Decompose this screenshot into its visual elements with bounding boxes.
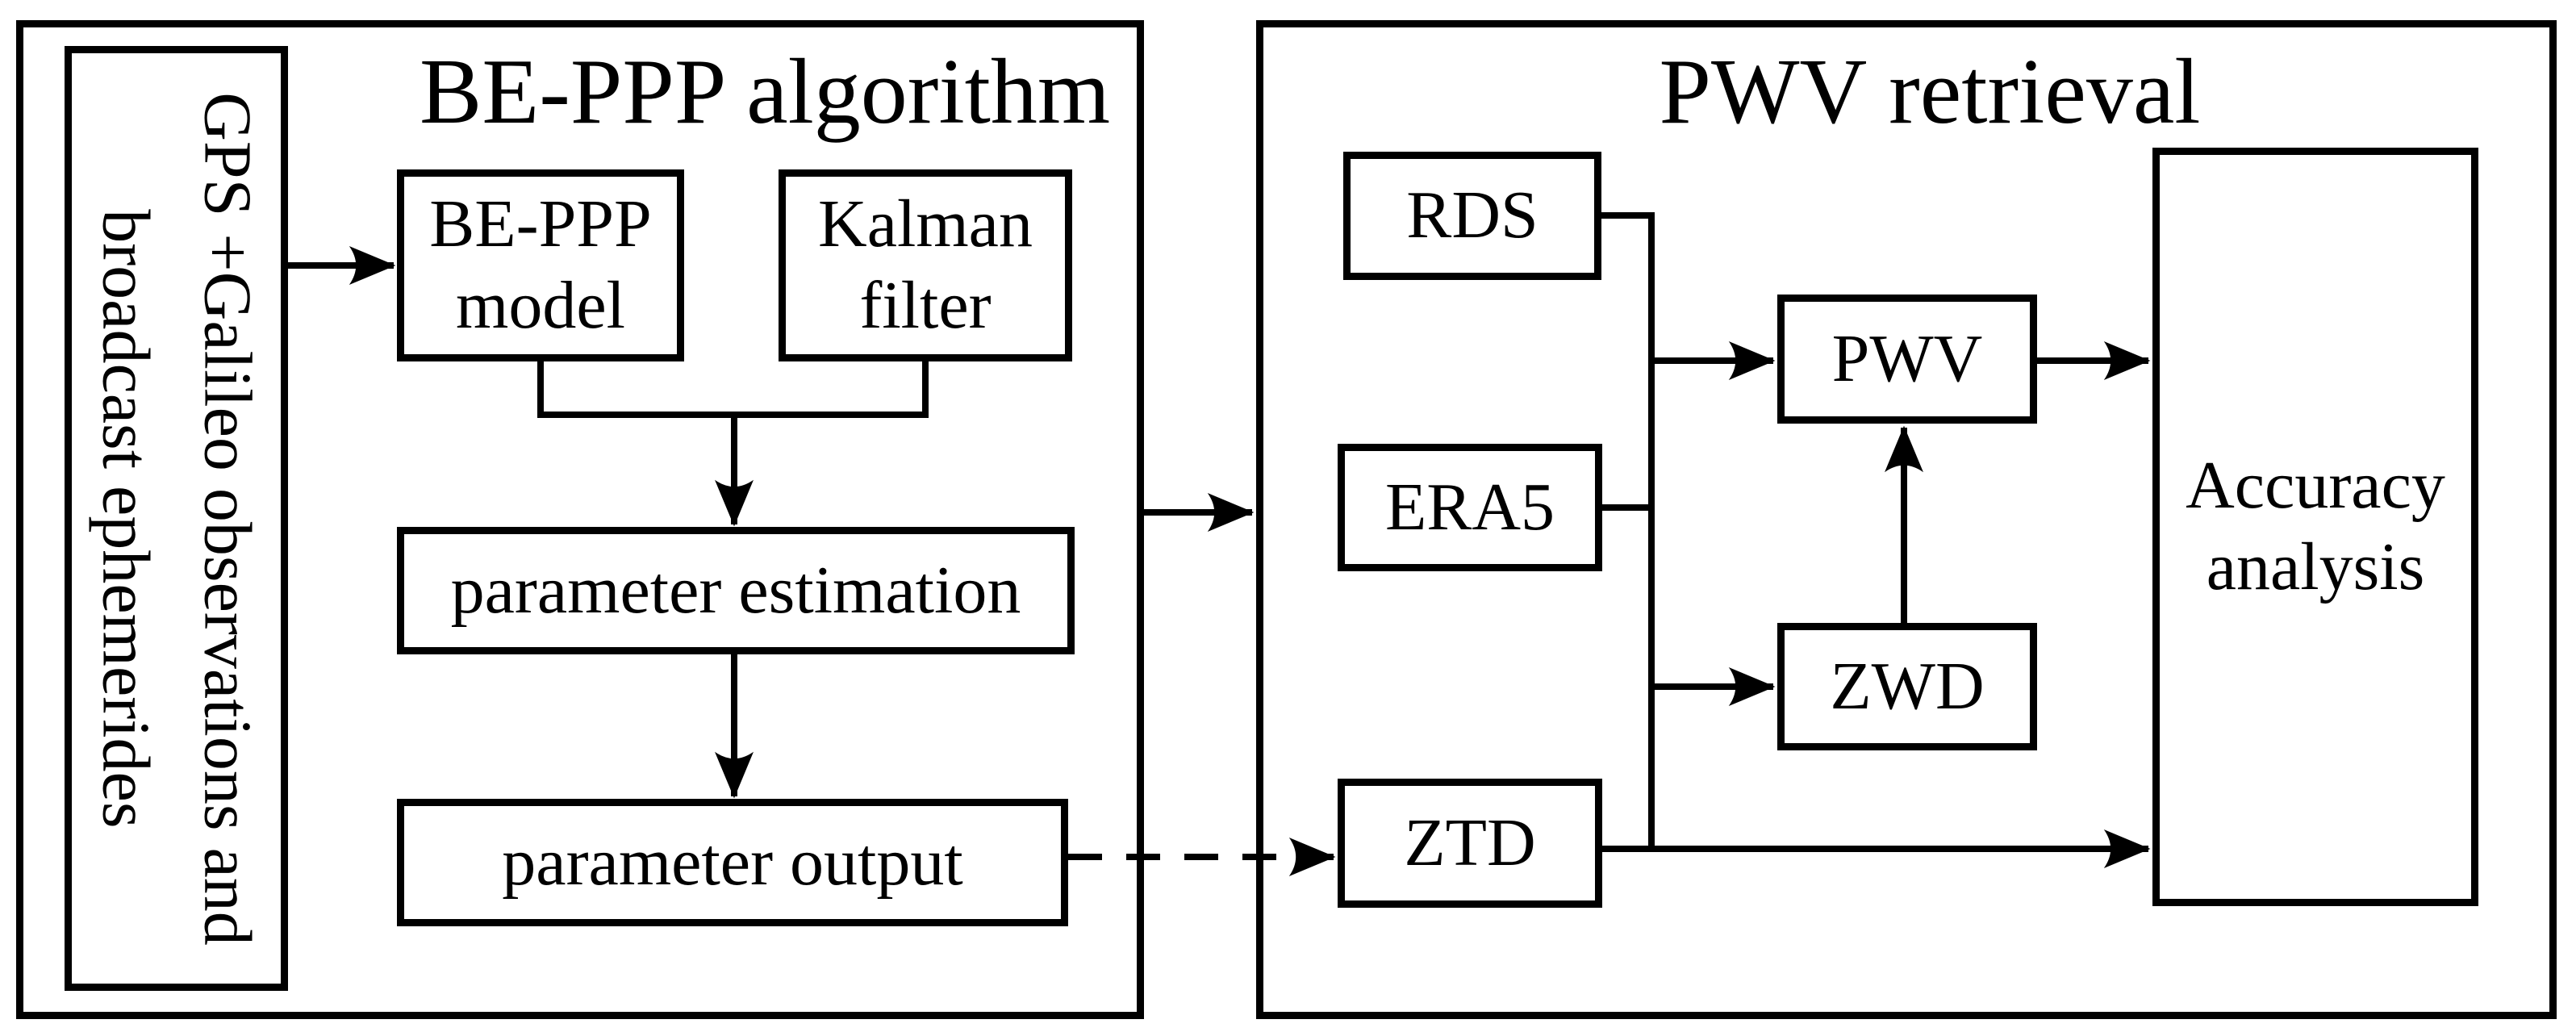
node-parameter-output: parameter output xyxy=(397,799,1068,926)
node-era5: ERA5 xyxy=(1338,444,1602,571)
accuracy-analysis-label: Accuracy analysis xyxy=(2186,448,2445,604)
node-gps-input: GPS +Galileo observations and broadcast … xyxy=(65,46,288,991)
node-rds: RDS xyxy=(1343,152,1601,280)
node-accuracy-analysis: Accuracy analysis xyxy=(2152,148,2478,906)
parameter-output-label: parameter output xyxy=(502,824,963,900)
be-ppp-algorithm-title: BE-PPP algorithm xyxy=(420,40,1111,144)
node-kalman-filter: Kalman filter xyxy=(779,169,1072,361)
parameter-estimation-label: parameter estimation xyxy=(450,552,1021,628)
ztd-label: ZTD xyxy=(1404,804,1536,880)
zwd-label: ZWD xyxy=(1830,648,1985,724)
node-ztd: ZTD xyxy=(1338,779,1602,908)
rds-label: RDS xyxy=(1406,178,1539,253)
node-pwv: PWV xyxy=(1777,295,2037,424)
pwv-retrieval-title: PWV retrieval xyxy=(1659,40,2201,144)
gps-input-label: GPS +Galileo observations and broadcast … xyxy=(88,91,265,946)
be-ppp-model-label: BE-PPP model xyxy=(429,186,652,343)
node-zwd: ZWD xyxy=(1777,623,2037,750)
kalman-filter-label: Kalman filter xyxy=(818,186,1033,343)
be-ppp-algorithm-panel xyxy=(16,20,1144,1019)
era5-label: ERA5 xyxy=(1385,469,1555,545)
pwv-retrieval-panel xyxy=(1256,20,2557,1019)
node-be-ppp-model: BE-PPP model xyxy=(397,169,684,361)
pwv-label: PWV xyxy=(1831,320,1983,396)
node-parameter-estimation: parameter estimation xyxy=(397,527,1075,654)
